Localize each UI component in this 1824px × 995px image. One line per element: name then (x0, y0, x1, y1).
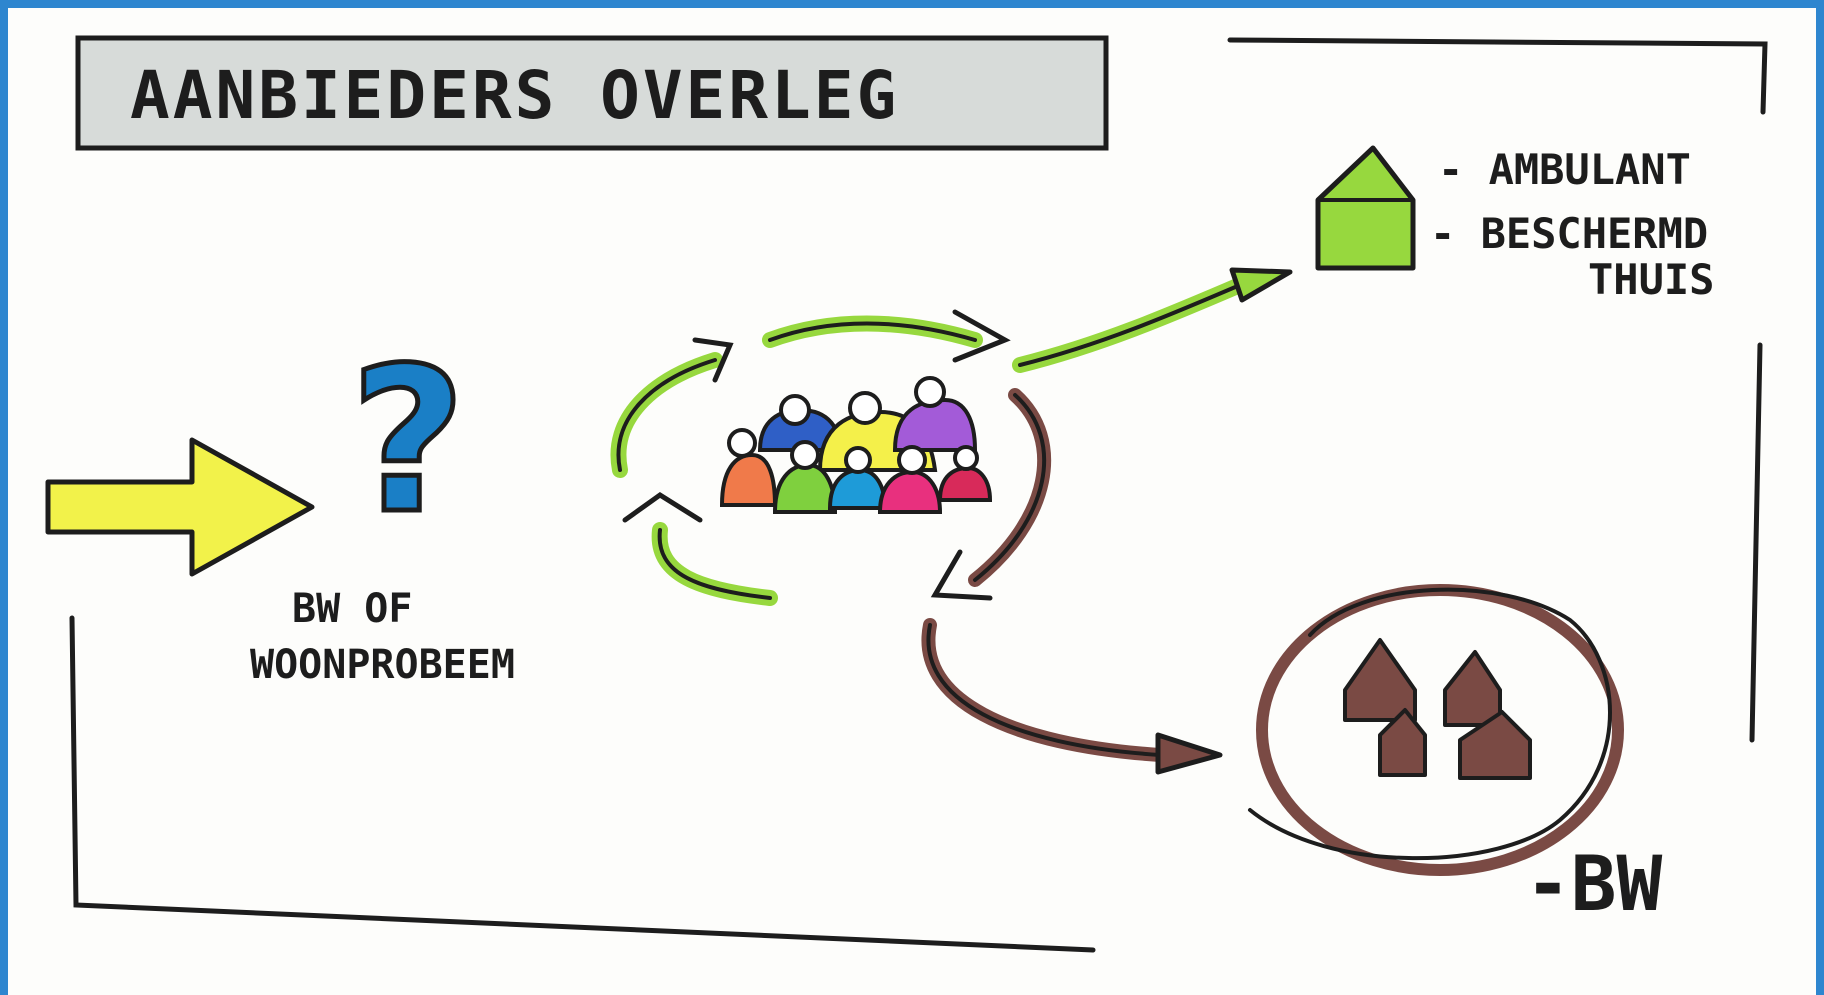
outcome-bw: -BW (1525, 839, 1663, 928)
people-group-icon (719, 376, 993, 514)
question-mark-glyph: ? (350, 325, 466, 558)
input-label-line2: WOONPROBEEM (250, 642, 515, 688)
brown-circle (1248, 584, 1624, 876)
page-title: AANBIEDERS OVERLEG (130, 57, 899, 134)
house-icon (1315, 145, 1416, 271)
outcome-beschermd: - BESCHERMD (1430, 209, 1708, 258)
arrow-to-house (1012, 267, 1293, 373)
title-box: AANBIEDERS OVERLEG (75, 35, 1109, 151)
houses-cluster-icon (1343, 638, 1532, 780)
input-label-line1: BW OF (292, 586, 412, 632)
frame-lines (69, 37, 1768, 953)
question-mark-icon: ? (348, 323, 469, 561)
brown-arrows (921, 388, 1223, 775)
outcome-thuis: THUIS (1588, 255, 1714, 304)
outcome-ambulant: - AMBULANT (1438, 145, 1691, 194)
input-arrow-icon (45, 437, 315, 577)
cycle-arrows-icon (610, 309, 1011, 606)
